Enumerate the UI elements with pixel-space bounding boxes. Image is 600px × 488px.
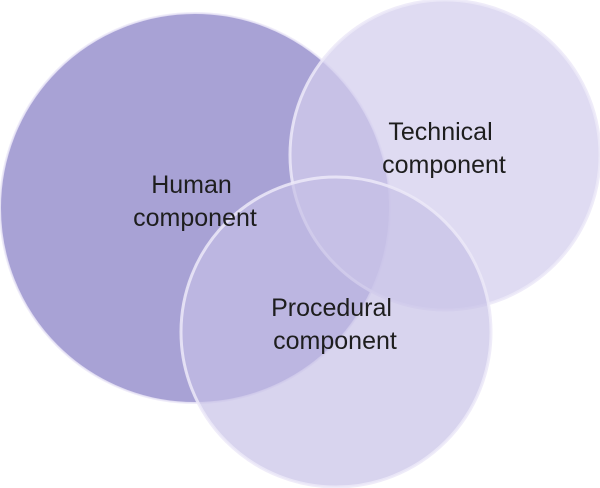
procedural-component-label-line-1: Procedural: [271, 294, 392, 322]
technical-component-label-line-2: component: [382, 151, 506, 179]
technical-component-label-line-1: Technical: [388, 118, 492, 146]
technical-component-label: Technical component: [382, 118, 506, 179]
procedural-component-label: Procedural component: [271, 294, 399, 355]
procedural-component-label-line-2: component: [273, 327, 397, 355]
procedural-component-circle: [179, 175, 493, 488]
human-component-label-line-1: Human: [151, 171, 232, 199]
human-component-label-line-2: component: [133, 204, 257, 232]
human-component-label: Human component: [133, 171, 257, 232]
